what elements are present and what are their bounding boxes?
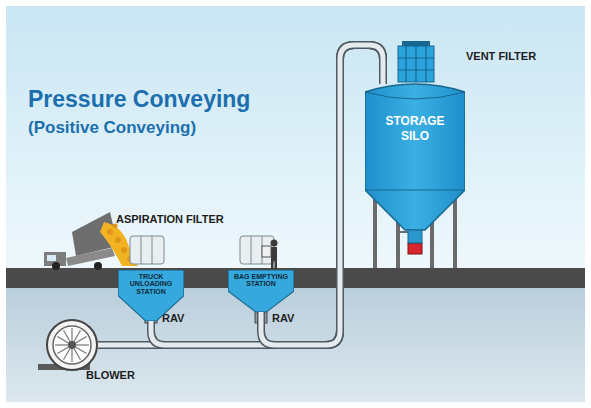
hopper-node: TRUCK UNLOADING STATION xyxy=(118,270,184,321)
operator-figure xyxy=(262,240,278,270)
aspiration-filter xyxy=(130,236,274,264)
node-text: TRUCK UNLOADING STATION xyxy=(121,273,181,295)
title: Pressure Conveying xyxy=(28,86,250,113)
part-label: ASPIRATION FILTER xyxy=(116,213,224,225)
blower-node: BLOWER xyxy=(46,319,98,371)
node-text: BAG EMPTYING STATION xyxy=(231,273,291,288)
hopper-node: BAG EMPTYING STATION xyxy=(228,270,294,312)
node-text: STORAGE SILO xyxy=(379,114,451,144)
vent-filter xyxy=(398,41,434,82)
part-label: RAV xyxy=(272,312,294,324)
node-heading: BLOWER xyxy=(86,369,135,381)
silo-node: STORAGE SILO xyxy=(365,80,465,245)
blower-shape xyxy=(46,319,98,371)
part-label: RAV xyxy=(162,312,184,324)
subtitle: (Positive Conveying) xyxy=(28,118,196,138)
silo-shape xyxy=(365,80,465,245)
part-label: VENT FILTER xyxy=(466,50,536,62)
